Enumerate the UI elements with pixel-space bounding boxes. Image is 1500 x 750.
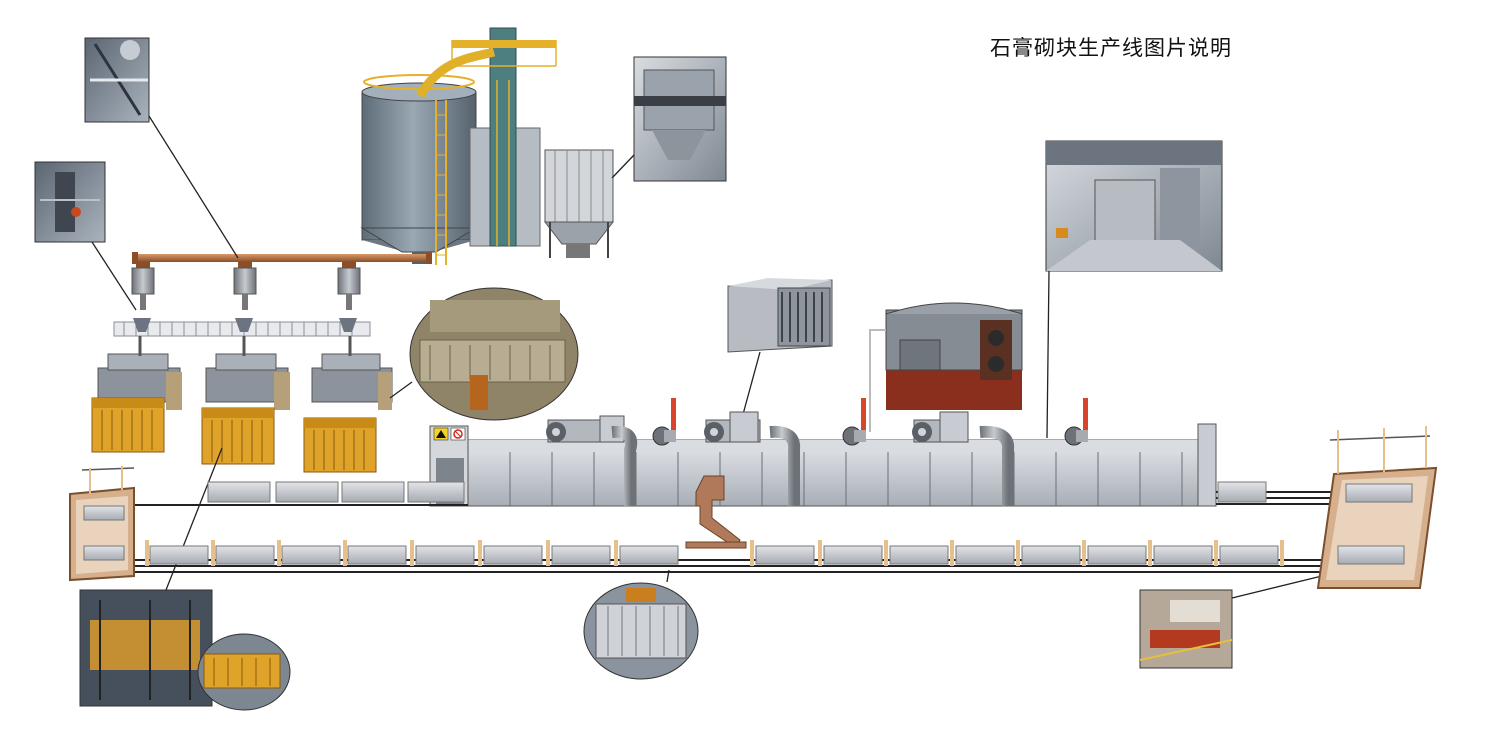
fan-unit-1 [546,415,638,506]
boiler [869,302,1023,432]
callout-line-4 [389,381,413,399]
callout-line-8 [1231,574,1327,599]
gypsum-silo [360,74,478,265]
mixer-3 [311,336,393,410]
callout-line-3 [611,154,635,179]
callout-line-9 [741,351,761,419]
right-ferry-frame [1316,426,1438,589]
mold-1 [91,397,165,453]
dust-collector [543,149,615,258]
mixer-machines [97,336,393,410]
photo-inset-left [34,161,106,243]
fan-unit-2 [704,411,801,506]
prohibition-sign-icon [450,427,466,441]
photo-inset-top-left [84,37,150,123]
photo-inset-ferry-car [1139,589,1233,669]
callout-line-1 [148,115,239,259]
bucket-elevator [416,27,557,247]
pusher-machine [685,475,747,549]
mixer-1 [97,336,182,410]
exhaust-fans [652,426,1088,446]
callout-line-2 [91,241,137,311]
heat-exchanger [727,278,833,353]
photo-inset-warehouse [1045,140,1223,272]
hopper-1 [131,262,155,310]
photo-inset-cart [583,582,699,680]
left-ferry-frame [69,466,135,582]
callout-line-7 [1046,270,1050,439]
hopper-2 [233,262,257,310]
fan-unit-3 [912,411,1015,506]
hopper-3 [337,262,361,310]
photo-inset-mold-room [79,589,291,711]
photo-inset-dust-collector [633,56,727,182]
mixer-2 [205,336,290,410]
warning-sign-icon [433,427,449,441]
yellow-molds [91,397,377,473]
mold-3 [303,417,377,473]
hopper-group [131,262,361,310]
tunnel-fans-and-ducts [546,398,1088,506]
distribution-pipe [132,252,432,264]
photo-inset-mold-circle [409,287,579,421]
mold-2 [201,407,275,465]
diagram-title: 石膏砌块生产线图片说明 [990,36,1232,60]
chimneys [671,398,1088,430]
callout-line-5 [165,447,223,591]
upper-carts [207,481,1267,503]
mixing-platform [113,318,371,337]
lower-carts [145,540,1284,566]
